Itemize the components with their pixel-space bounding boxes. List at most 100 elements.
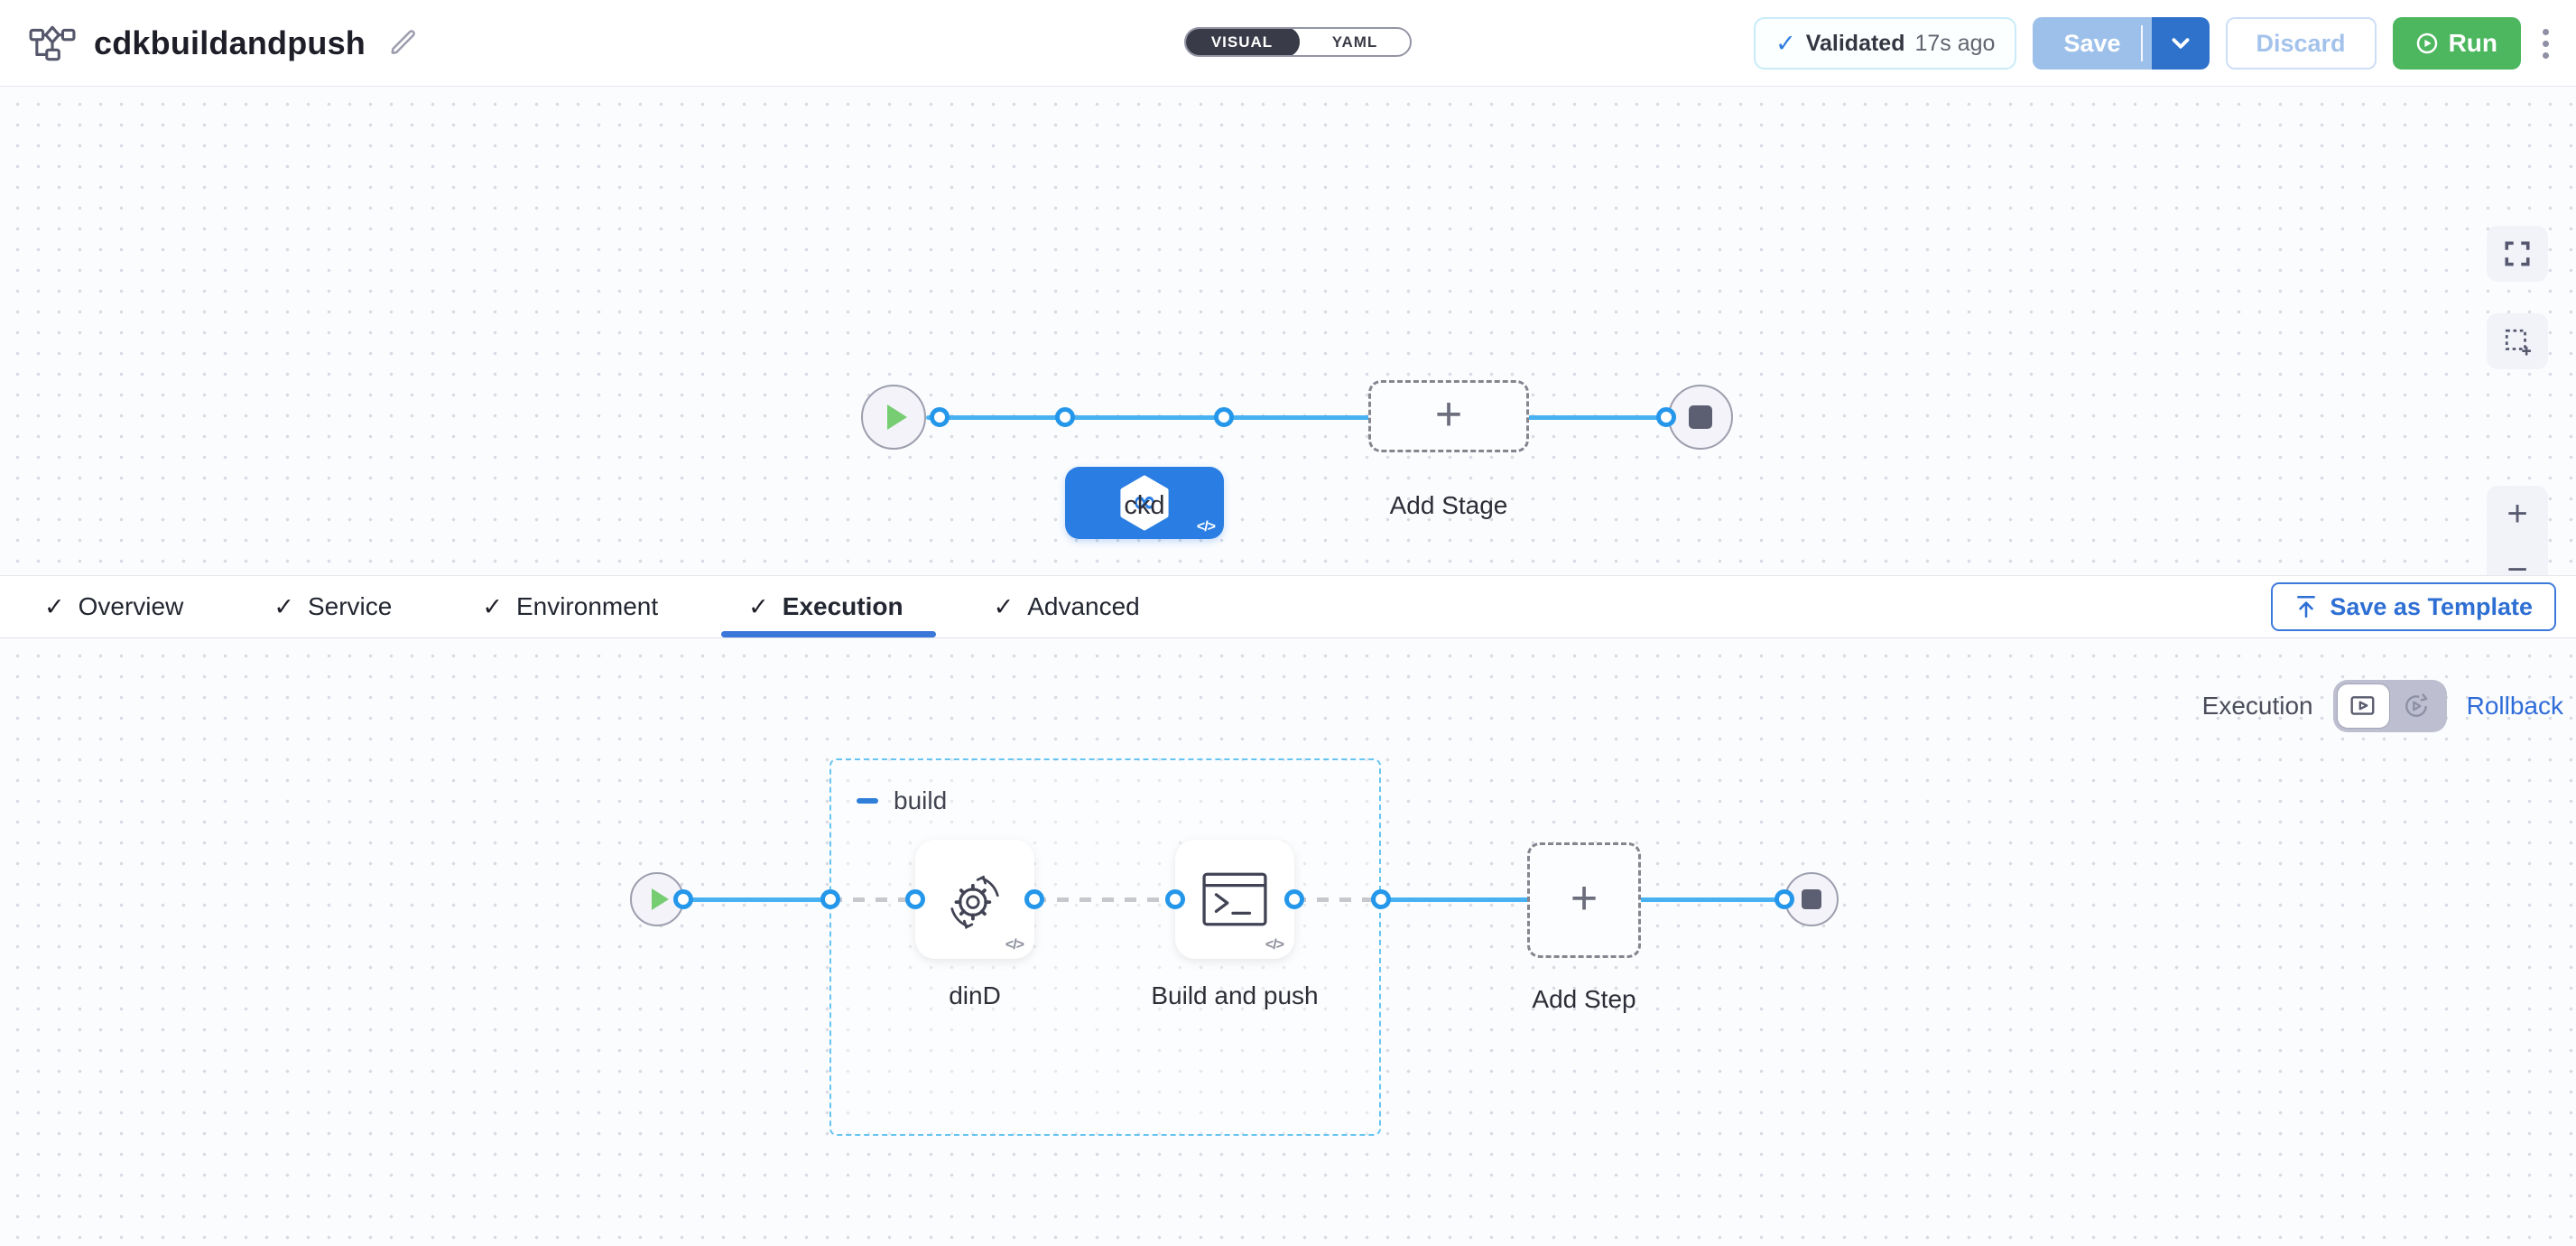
tab-environment[interactable]: ✓ Environment — [482, 576, 658, 637]
execution-canvas: Execution Rollback build — [0, 638, 2576, 1246]
visual-yaml-toggle: VISUAL YAML — [1184, 27, 1412, 57]
group-label: build — [894, 786, 948, 814]
save-as-template-button[interactable]: Save as Template — [2271, 582, 2556, 631]
service-dependency-icon — [950, 875, 999, 929]
tab-execution[interactable]: ✓ Execution — [721, 576, 936, 637]
tab-check-icon: ✓ — [993, 592, 1015, 620]
rollback-link[interactable]: Rollback — [2466, 692, 2563, 720]
save-dropdown-button[interactable] — [2151, 17, 2210, 70]
edit-pencil-icon[interactable] — [387, 28, 418, 59]
page-title: cdkbuildandpush — [94, 23, 366, 61]
connector-port[interactable] — [1371, 889, 1391, 909]
pipeline-canvas: ∞ </> + ckd Add Stage + − — [0, 87, 2576, 598]
toggle-visual[interactable]: VISUAL — [1186, 29, 1301, 55]
code-icon: </> — [1196, 519, 1216, 535]
step-label: Build and push — [1151, 981, 1319, 1009]
run-play-icon — [2416, 33, 2437, 54]
rollback-view-icon — [2405, 693, 2428, 717]
execution-rollback-toggle — [2332, 680, 2447, 732]
tab-overview[interactable]: ✓ Overview — [44, 576, 183, 637]
tab-check-icon: ✓ — [482, 592, 503, 620]
connector-port[interactable] — [1024, 889, 1044, 909]
execution-label: Execution — [2201, 692, 2313, 720]
add-step-button[interactable]: + — [1527, 842, 1641, 958]
tab-service[interactable]: ✓ Service — [273, 576, 392, 637]
marquee-select-button[interactable] — [2487, 313, 2548, 369]
step-node-dind[interactable]: </> — [915, 840, 1034, 959]
run-step-terminal-icon — [1202, 872, 1267, 926]
execution-view-icon — [2350, 696, 2375, 715]
validated-time: 17s ago — [1914, 30, 1996, 56]
connector-port[interactable] — [1774, 889, 1794, 909]
stage-tabbar: ✓ Overview ✓ Service ✓ Environment ✓ Exe… — [0, 575, 2576, 638]
chevron-down-icon — [2172, 38, 2189, 49]
header-actions: ✓ Validated 17s ago Save Discard Run — [1754, 17, 2554, 70]
tab-check-icon: ✓ — [748, 592, 769, 620]
collapse-group-icon[interactable] — [857, 798, 878, 804]
save-as-template-label: Save as Template — [2330, 592, 2533, 620]
validated-badge[interactable]: ✓ Validated 17s ago — [1754, 17, 2017, 70]
connector-port[interactable] — [820, 889, 840, 909]
connector-port[interactable] — [905, 889, 925, 909]
step-label: dinD — [949, 981, 1001, 1009]
tab-check-icon: ✓ — [273, 592, 294, 620]
tab-label: Service — [307, 592, 393, 620]
pipeline-icon — [29, 25, 76, 60]
fullscreen-button[interactable] — [2487, 226, 2548, 282]
tab-label: Execution — [782, 592, 903, 620]
tab-label: Environment — [515, 592, 659, 620]
connector-line-dashed — [1294, 897, 1381, 902]
connector-port[interactable] — [1165, 889, 1185, 909]
header: cdkbuildandpush VISUAL YAML ✓ Validated … — [0, 0, 2576, 87]
upload-template-icon — [2297, 595, 2316, 618]
add-stage-button[interactable]: + — [1368, 380, 1529, 452]
connector-port[interactable] — [1656, 407, 1676, 427]
connector-port[interactable] — [1284, 889, 1304, 909]
discard-button[interactable]: Discard — [2225, 17, 2377, 70]
start-play-icon — [651, 888, 669, 910]
code-icon: </> — [1265, 937, 1284, 953]
tab-advanced[interactable]: ✓ Advanced — [994, 576, 1140, 637]
save-divider — [2141, 25, 2144, 61]
add-step-label: Add Step — [1532, 985, 1636, 1013]
tab-label: Advanced — [1027, 592, 1140, 620]
save-button[interactable]: Save — [2033, 17, 2152, 70]
connector-port[interactable] — [673, 889, 693, 909]
pipeline-start-node — [861, 385, 926, 450]
run-label: Run — [2448, 29, 2497, 57]
connector-line-dashed — [830, 897, 915, 902]
validated-check-icon: ✓ — [1775, 29, 1796, 57]
marquee-icon — [2505, 329, 2531, 356]
code-icon: </> — [1005, 937, 1024, 953]
active-tab-underline — [721, 631, 936, 637]
zoom-in-button[interactable]: + — [2507, 494, 2528, 534]
execution-view-button[interactable] — [2336, 683, 2390, 729]
execution-rollback-row: Execution Rollback — [2202, 680, 2563, 732]
stage-label: ckd — [1124, 491, 1165, 520]
connector-line-dashed — [1034, 897, 1175, 902]
add-stage-label: Add Stage — [1389, 491, 1508, 519]
plus-icon: + — [1434, 388, 1463, 441]
step-node-build-and-push[interactable]: </> — [1175, 840, 1294, 959]
more-options-menu[interactable] — [2537, 23, 2554, 64]
ci-stage-icon: ∞ — [1120, 475, 1169, 531]
save-split-button: Save — [2033, 17, 2210, 70]
connector-line — [683, 897, 830, 902]
stop-icon — [1802, 889, 1821, 909]
fullscreen-icon — [2505, 241, 2530, 266]
tab-check-icon: ✓ — [44, 592, 65, 620]
plus-icon: + — [1570, 872, 1598, 925]
validated-label: Validated — [1805, 30, 1905, 56]
connector-port[interactable] — [1055, 407, 1075, 427]
stop-icon — [1689, 405, 1712, 429]
run-button[interactable]: Run — [2392, 17, 2521, 70]
connector-port[interactable] — [1214, 407, 1234, 427]
header-left: cdkbuildandpush — [0, 23, 418, 63]
svg-text:∞: ∞ — [1132, 484, 1156, 519]
stage-node-ckd[interactable]: ∞ </> — [1065, 467, 1224, 539]
pipeline-end-node — [1668, 385, 1733, 450]
connector-port[interactable] — [930, 407, 950, 427]
toggle-yaml[interactable]: YAML — [1331, 33, 1378, 51]
rollback-view-button[interactable] — [2390, 683, 2443, 729]
